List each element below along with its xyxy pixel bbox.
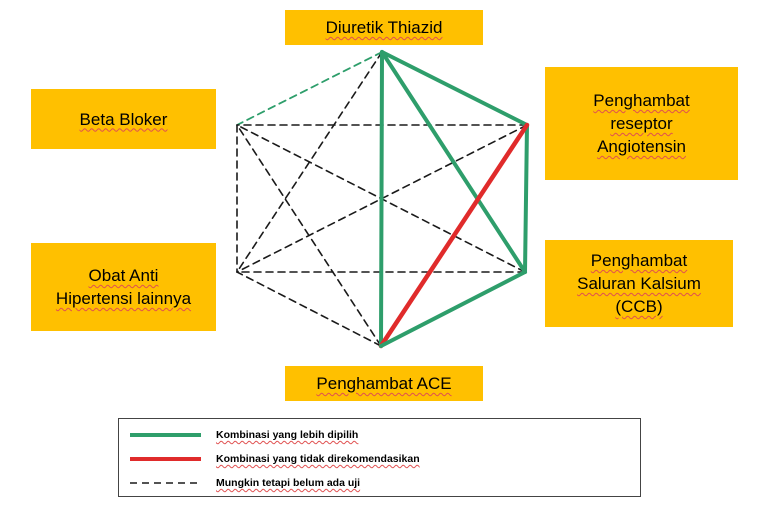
edge-diuretik-arb: [380, 50, 529, 127]
node-label-line: Saluran Kalsium: [577, 274, 701, 293]
edge-ace-obat: [236, 271, 382, 347]
legend-label-untested: Mungkin tetapi belum ada uji: [216, 477, 361, 489]
node-label-line: Beta Bloker: [79, 109, 168, 129]
legend-row-untested: Mungkin tetapi belum ada uji: [119, 474, 640, 494]
node-label-line: reseptor: [610, 114, 673, 133]
legend: Kombinasi yang lebih dipilih Kombinasi y…: [118, 418, 641, 497]
edge-ccb-ace: [379, 270, 527, 348]
edge-ace-beta: [236, 124, 382, 347]
node-ace-label: Penghambat ACE: [316, 372, 451, 395]
node-label-line: Penghambat ACE: [316, 374, 452, 393]
edge-diuretik-beta: [236, 51, 383, 126]
edge-group: [236, 50, 530, 349]
node-penghambat-ace: Penghambat ACE: [285, 366, 483, 401]
legend-swatch-preferred: [130, 433, 201, 437]
edge-arb-ccb: [523, 123, 529, 274]
node-label-line: Penghambat: [593, 91, 690, 110]
node-label-line: Penghambat: [590, 251, 688, 270]
node-label-line: Obat Anti: [88, 266, 159, 285]
node-label-line: Diuretik Thiazid: [325, 18, 443, 37]
node-beta-label: Beta Bloker: [80, 108, 168, 131]
node-diuretik-label: Diuretik Thiazid: [326, 16, 443, 39]
node-label-line: Angiotensin: [597, 137, 686, 156]
edge-diuretik-ace: [379, 50, 384, 348]
legend-swatch-untested: [130, 482, 201, 484]
node-beta-bloker: Beta Bloker: [31, 89, 216, 149]
legend-row-preferred: Kombinasi yang lebih dipilih: [119, 426, 640, 446]
edge-arb-ace: [378, 122, 530, 349]
legend-row-not-recommended: Kombinasi yang tidak direkomendasikan: [119, 450, 640, 470]
legend-label-not-recommended: Kombinasi yang tidak direkomendasikan: [216, 453, 420, 465]
edge-diuretik-ccb: [380, 50, 527, 274]
legend-label-preferred: Kombinasi yang lebih dipilih: [216, 429, 359, 441]
node-label-line: Hipertensi lainnya: [55, 289, 192, 308]
node-diuretik-thiazid: Diuretik Thiazid: [285, 10, 483, 45]
node-label-line: (CCB): [615, 297, 663, 316]
legend-swatch-not-recommended: [130, 457, 201, 461]
